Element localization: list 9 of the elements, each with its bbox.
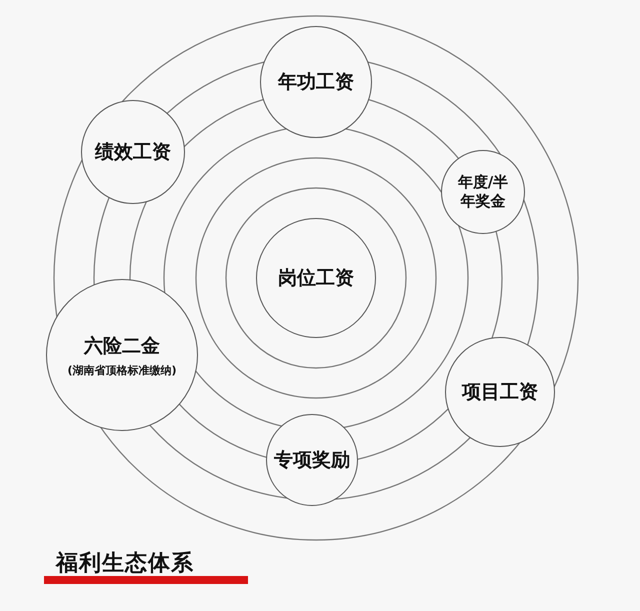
node-title: 岗位工资	[278, 266, 354, 291]
node-title: 绩效工资	[95, 140, 171, 165]
node-title: 项目工资	[462, 380, 538, 405]
node-note: (湖南省顶格标准缴纳)	[67, 362, 177, 378]
title: 福利生态体系	[56, 550, 194, 578]
node-title: 年功工资	[278, 70, 354, 95]
node-title: 年度/半年奖金	[456, 172, 510, 212]
node-title: 专项奖励	[274, 448, 350, 473]
node-title: 六险二金	[84, 334, 160, 358]
